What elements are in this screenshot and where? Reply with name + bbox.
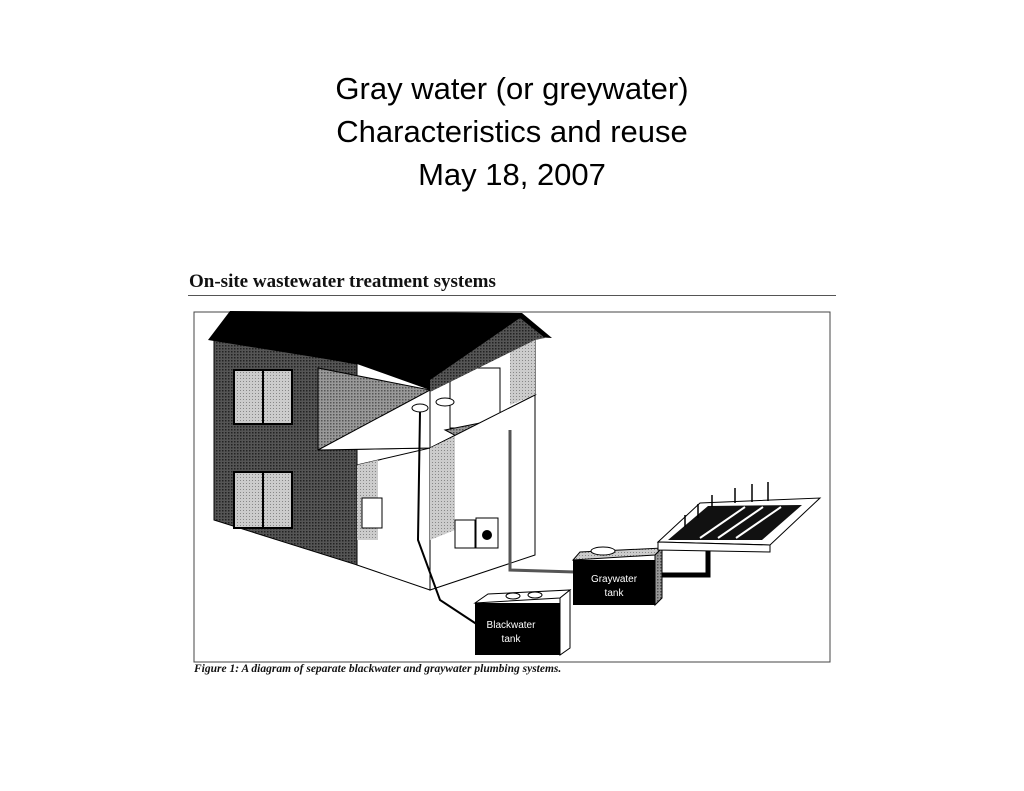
figure-heading: On-site wastewater treatment systems	[189, 271, 496, 292]
dryer	[454, 519, 476, 549]
drain-field	[656, 482, 822, 553]
graywater-tank: Graywater tank	[571, 546, 664, 607]
irrigation-pipe	[660, 548, 711, 578]
sink	[435, 397, 455, 407]
slide-title-line-2: Characteristics and reuse	[336, 114, 688, 149]
graywater-pipe	[508, 430, 576, 574]
blackwater-pipe	[416, 411, 479, 626]
graywater-tank-label-1: Graywater	[591, 574, 638, 585]
blackwater-tank-label-2: tank	[502, 634, 522, 645]
figure-caption: Figure 1: A diagram of separate blackwat…	[194, 663, 562, 675]
window-upper	[233, 369, 293, 425]
blackwater-tank: Blackwater tank	[473, 588, 572, 656]
slide-date: May 18, 2007	[418, 157, 606, 192]
graywater-tank-label-2: tank	[605, 588, 625, 599]
stove	[361, 497, 383, 529]
heading-rule	[188, 295, 836, 296]
slide-title-line-1: Gray water (or greywater)	[335, 71, 689, 106]
house-illustration	[208, 311, 711, 626]
blackwater-tank-label-1: Blackwater	[487, 620, 537, 631]
window-lower	[233, 471, 293, 529]
shower-tile	[510, 337, 535, 405]
roof-gable	[430, 318, 545, 392]
figure-frame	[193, 311, 831, 663]
toilet	[411, 403, 429, 413]
plants	[684, 482, 769, 527]
